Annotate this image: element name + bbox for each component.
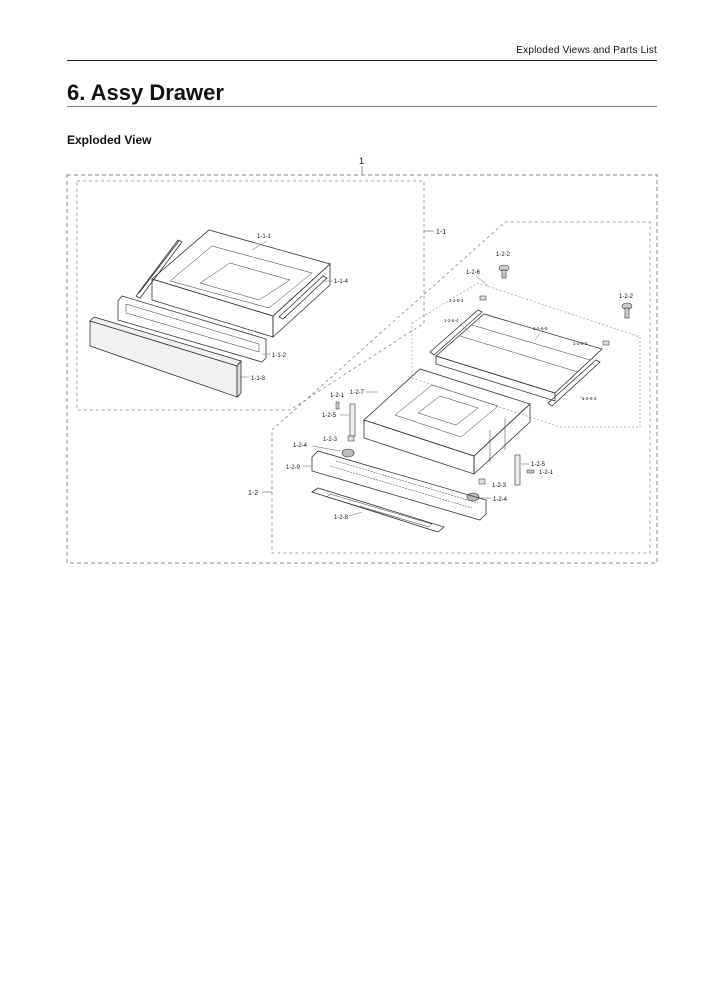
- callout-1-1-2: 1-1-2: [272, 353, 287, 359]
- callout-1-2-5-b: 1-2-5: [531, 462, 546, 468]
- callout-1-2-2-b: 1-2-2: [619, 294, 634, 300]
- callout-1-2-8: 1-2-8: [334, 515, 349, 521]
- callout-1-1: 1-1: [436, 229, 446, 236]
- part-screw-1-2-1-a: [335, 401, 340, 410]
- subassy-1-2-boundary: [271, 221, 651, 554]
- callout-1-1-4: 1-1-4: [334, 279, 349, 285]
- part-front-frame-1-2-9: [311, 450, 487, 521]
- callout-1-2-6-5: 1-2-6-5: [533, 326, 548, 331]
- part-screw-1-2-2-a: [498, 264, 510, 279]
- part-bracket-1-2-5-a: [349, 403, 356, 437]
- part-clip-1-2-6-1: [479, 295, 487, 301]
- part-drawer-body: [363, 368, 531, 475]
- chapter-title: 6. Assy Drawer: [67, 80, 657, 107]
- section-title: Exploded View: [67, 133, 152, 147]
- part-clip-1-2-3-b: [478, 478, 486, 485]
- part-bracket-1-2-5-b: [514, 454, 521, 486]
- callout-1-2-6: 1-2-6: [466, 270, 481, 276]
- callout-1-2-9: 1-2-9: [286, 465, 301, 471]
- callout-1-2-6-2: 1-2-6-2: [573, 341, 588, 346]
- callout-1-1-3: 1-1-3: [251, 376, 266, 382]
- callout-1-2-5-a: 1-2-5: [322, 413, 337, 419]
- subassy-1-2-6-boundary: [411, 282, 641, 428]
- callout-1-2-3-a: 1-2-3: [323, 437, 338, 443]
- callout-1: 1: [359, 156, 364, 166]
- callout-1-2-1-a: 1-2-1: [330, 393, 345, 399]
- part-rail-frame: [429, 309, 603, 407]
- callout-1-2-1-b: 1-2-1: [539, 470, 554, 476]
- callout-1-2-6-4: 1-2-6-4: [444, 318, 459, 323]
- subassy-1-1-boundary: [76, 180, 425, 411]
- callout-1-2-6-3: 1-2-6-3: [582, 396, 597, 401]
- callout-1-2: 1-2: [248, 490, 258, 497]
- callout-1-2-3-b: 1-2-3: [492, 483, 507, 489]
- running-header: Exploded Views and Parts List: [67, 44, 657, 61]
- callout-1-1-1: 1-1-1: [257, 234, 272, 240]
- callout-1-2-2-a: 1-2-2: [496, 252, 511, 258]
- part-side-bracket: [278, 275, 328, 320]
- part-slide-rail: [135, 239, 183, 299]
- callout-1-2-7: 1-2-7: [350, 390, 365, 396]
- part-screw-1-2-1-b: [526, 469, 535, 474]
- callout-1-2-6-1: 1-2-6-1: [449, 298, 464, 303]
- exploded-view-diagram: 1 1-1 1-2 1-1-1 1-1-4 1-1-2 1-1-3: [66, 156, 658, 564]
- part-roller-1-2-4-a: [341, 448, 355, 458]
- callout-1-2-4-b: 1-2-4: [493, 497, 508, 503]
- part-bottom-panel: [311, 487, 445, 533]
- part-roller-1-2-4-b: [466, 492, 480, 502]
- part-drawer-tray: [151, 229, 331, 338]
- part-front-panel: [89, 316, 242, 398]
- part-clip-1-2-6-2: [602, 340, 610, 346]
- part-clip-1-2-3-a: [347, 435, 355, 442]
- running-header-text: Exploded Views and Parts List: [516, 45, 657, 56]
- part-front-frame: [117, 295, 267, 363]
- part-screw-1-2-2-b: [621, 302, 633, 319]
- callout-1-2-4-a: 1-2-4: [293, 443, 308, 449]
